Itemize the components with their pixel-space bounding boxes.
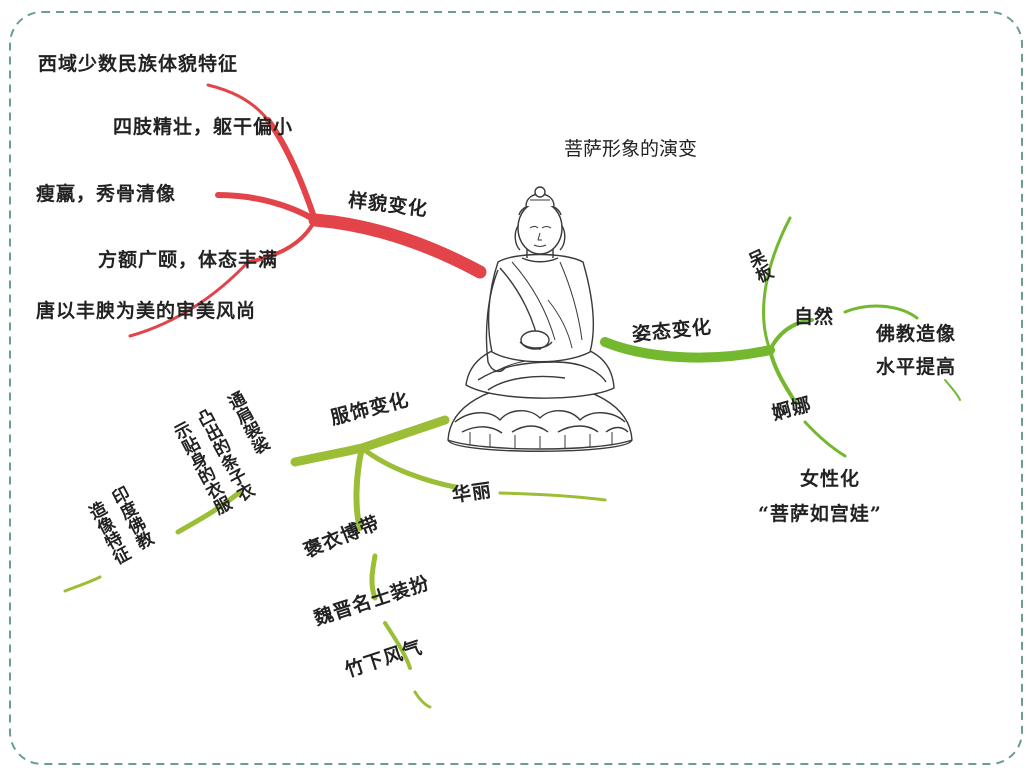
appearance-main-trunk xyxy=(308,213,487,279)
posture-natural-result-line2: 水平提高 xyxy=(876,356,957,378)
posture-branch xyxy=(600,216,961,458)
clothing-branch xyxy=(63,415,607,709)
posture-main-trunk xyxy=(600,337,775,363)
buddha-statue-image xyxy=(447,186,633,452)
appearance-item-5: 唐以丰腴为美的审美风尚 xyxy=(36,300,257,322)
diagram-title: 菩萨形象的演变 xyxy=(564,138,698,160)
posture-natural-label: 自然 xyxy=(794,306,835,328)
appearance-item-4: 方额广颐，体态丰满 xyxy=(98,249,279,271)
posture-graceful-result-line1: 女性化 xyxy=(800,468,861,490)
appearance-branch xyxy=(128,83,487,338)
appearance-item-3: 瘦羸，秀骨清像 xyxy=(36,183,177,205)
posture-graceful-result-line2: “菩萨如宫娃” xyxy=(758,503,882,525)
lotus-pedestal xyxy=(447,382,633,450)
appearance-item-1: 西域少数民族体貌特征 xyxy=(38,53,239,75)
posture-natural-result-line1: 佛教造像 xyxy=(876,323,957,345)
appearance-item-2: 四肢精壮，躯干偏小 xyxy=(113,116,294,138)
